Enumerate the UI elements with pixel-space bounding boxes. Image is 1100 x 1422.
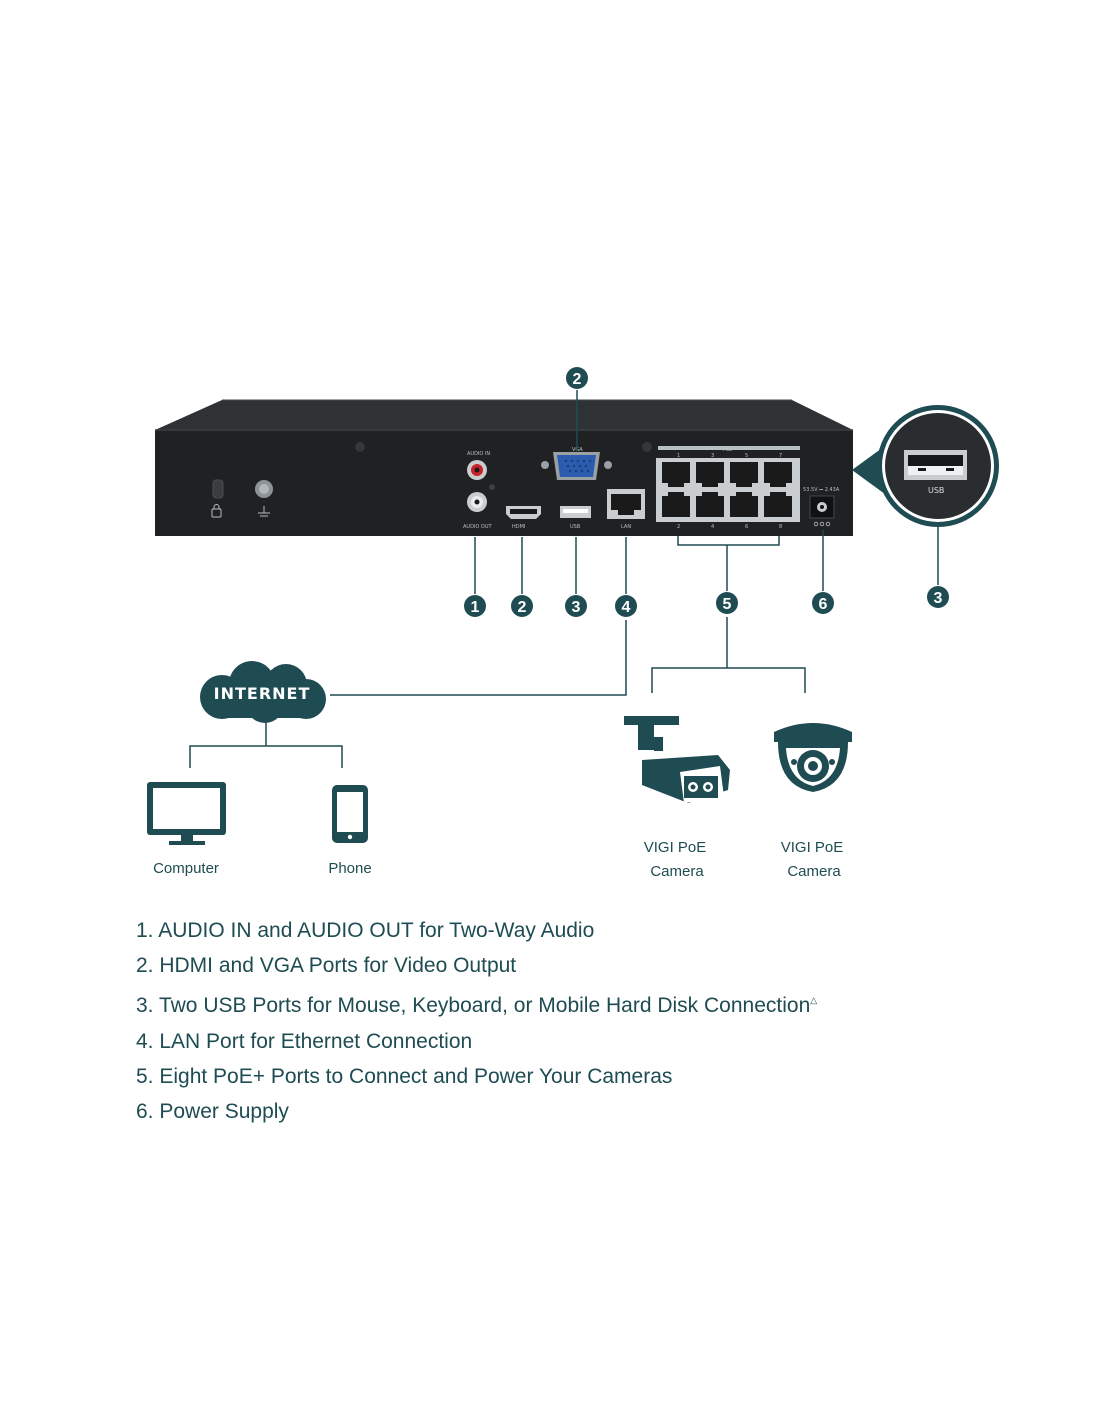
- lock-icon: [211, 504, 222, 518]
- phone-label: Phone: [328, 860, 371, 877]
- audio-out-label: AUDIO OUT: [463, 524, 493, 530]
- ground-icon: [258, 506, 270, 517]
- svg-text:5: 5: [723, 596, 732, 613]
- feature-item-text: 3. Two USB Ports for Mouse, Keyboard, or…: [136, 994, 811, 1018]
- phone-icon: [332, 785, 368, 843]
- feature-item: 3. Two USB Ports for Mouse, Keyboard, or…: [136, 983, 817, 1023]
- internet-label: INTERNET: [214, 684, 311, 703]
- camera-2-line1: VIGI PoE: [781, 839, 844, 856]
- usb-zoom-label: USB: [928, 486, 944, 495]
- feature-item: 6. Power Supply: [136, 1100, 289, 1124]
- bullet-camera-icon: [624, 716, 730, 803]
- callout-badge-poe: 5: [716, 592, 738, 614]
- poe-label: PoE: [723, 447, 732, 453]
- callout-badge-usb-zoom: 3: [927, 586, 949, 608]
- footnote-mark: △: [810, 995, 818, 1006]
- svg-text:1: 1: [471, 599, 480, 616]
- poe-number-2: 2: [677, 524, 680, 530]
- dome-camera-icon: [774, 723, 852, 792]
- device-top-surface: [155, 400, 853, 430]
- camera-1-line2: Camera: [650, 863, 704, 880]
- callout-badge-hdmi: 2: [511, 595, 533, 617]
- callout-badge-vga: 2: [566, 367, 588, 389]
- monitor-icon: [147, 782, 226, 845]
- poe-number-1: 1: [677, 453, 680, 459]
- power-rating-label: 53.5V ⎓ 2.43A: [803, 487, 840, 493]
- camera-1-line1: VIGI PoE: [644, 839, 707, 856]
- cloud-icon: [200, 661, 326, 723]
- svg-text:6: 6: [819, 596, 828, 613]
- callout-badge-lan: 4: [615, 595, 637, 617]
- feature-list: 1. AUDIO IN and AUDIO OUT for Two-Way Au…: [136, 913, 817, 1129]
- computer-label: Computer: [153, 860, 219, 877]
- poe-number-8: 8: [779, 524, 782, 530]
- poe-number-4: 4: [711, 524, 714, 530]
- poe-number-7: 7: [779, 453, 782, 459]
- audio-in-label: AUDIO IN: [467, 451, 490, 457]
- usb-port-label: USB: [570, 524, 581, 530]
- feature-item: 2. HDMI and VGA Ports for Video Output: [136, 954, 517, 978]
- svg-text:2: 2: [518, 599, 527, 616]
- callout-badge-power: 6: [812, 592, 834, 614]
- svg-text:4: 4: [622, 599, 631, 616]
- callout-badge-usb: 3: [565, 595, 587, 617]
- svg-text:3: 3: [934, 590, 943, 607]
- hdmi-label: HDMI: [512, 524, 525, 530]
- svg-text:2: 2: [573, 371, 582, 388]
- callout-lines: [189, 390, 939, 768]
- feature-item: 4. LAN Port for Ethernet Connection: [136, 1029, 473, 1053]
- poe-number-3: 3: [711, 453, 714, 459]
- poe-number-6: 6: [745, 524, 748, 530]
- lan-label: LAN: [621, 524, 631, 530]
- usb-zoom-callout: USB: [852, 405, 999, 527]
- poe-number-5: 5: [745, 453, 748, 459]
- feature-item: 5. Eight PoE+ Ports to Connect and Power…: [136, 1064, 673, 1088]
- camera-2-line2: Camera: [787, 863, 841, 880]
- feature-item: 1. AUDIO IN and AUDIO OUT for Two-Way Au…: [136, 919, 595, 942]
- nvr-device: AUDIO IN AUDIO OUT VGA HDMI USB LAN: [155, 399, 853, 536]
- svg-text:3: 3: [572, 599, 581, 616]
- callout-badge-audio: 1: [464, 595, 486, 617]
